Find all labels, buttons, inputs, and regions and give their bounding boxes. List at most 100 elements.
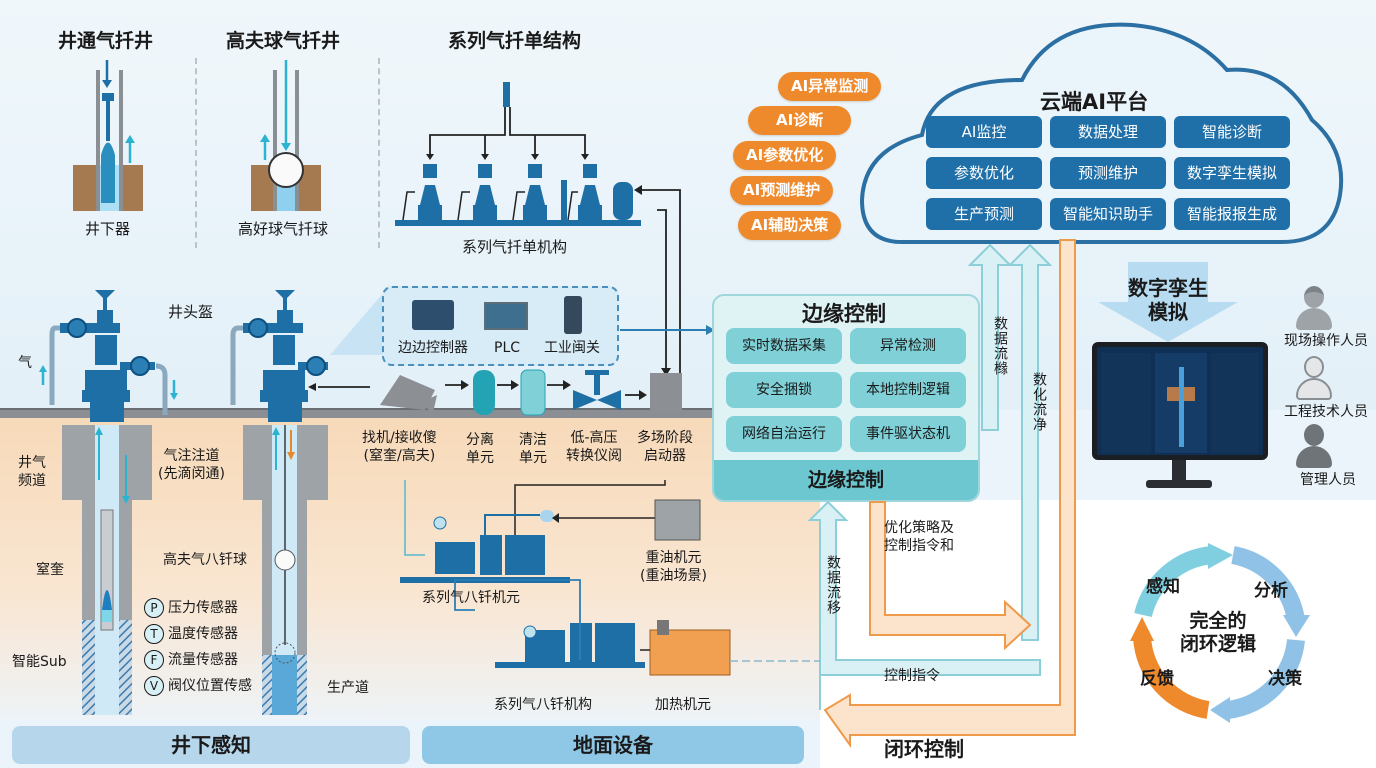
edge-title: 边缘控制 bbox=[802, 302, 886, 326]
downhole-tool-illustration bbox=[73, 60, 143, 211]
data-flow-label-2: 数化流净 bbox=[1031, 372, 1047, 432]
cloud-tile: 参数优化 bbox=[926, 157, 1042, 189]
pressure-valve-label: 低-高压 转换仪阅 bbox=[566, 430, 622, 464]
operator-label: 现场操作人员 bbox=[1284, 333, 1368, 349]
manager-icon bbox=[1294, 424, 1334, 470]
wellhead-label: 井头盔 bbox=[168, 303, 214, 321]
data-flow-label-1: 数据流橼 bbox=[992, 316, 1008, 376]
panel2-caption: 高好球气扦球 bbox=[238, 220, 329, 238]
gas-label: 气 bbox=[18, 355, 32, 371]
edge-control-panel: 边缘控制 实时数据采集 异常检测 安全捆锁 本地控制逻辑 网络自治运行 事件驱状… bbox=[712, 294, 980, 502]
controllers-box: 边边控制器 PLC 工业闽关 bbox=[382, 286, 619, 366]
twin-title: 数字孪生 模拟 bbox=[1128, 276, 1208, 324]
monitor-screen-dashboard bbox=[1097, 347, 1263, 455]
cloud-tile: 生产预测 bbox=[926, 198, 1042, 230]
injection-label: 气注注道 (先滴闵通) bbox=[158, 448, 225, 482]
callout-beam bbox=[330, 285, 390, 355]
edge-tile: 异常检测 bbox=[850, 328, 966, 364]
gateway-label: 工业闽关 bbox=[544, 340, 600, 356]
cloud-tile: 智能报报生成 bbox=[1174, 198, 1290, 230]
cloud-tile: 预测维护 bbox=[1050, 157, 1166, 189]
heater-link-dashed bbox=[730, 660, 820, 662]
footer-surface: 地面设备 bbox=[422, 726, 804, 764]
plunger-label: 窒奎 bbox=[36, 562, 64, 578]
cloud-tile: 智能诊断 bbox=[1174, 116, 1290, 148]
engineer-icon bbox=[1294, 356, 1334, 402]
loop-step-decide: 决策 bbox=[1268, 669, 1302, 689]
plc-label: PLC bbox=[494, 340, 521, 356]
ai-pill-anomaly: AI异常监测 bbox=[778, 72, 882, 101]
unit-bottom-label: 系列气八钎机构 bbox=[494, 697, 592, 713]
cloud-tile: AI监控 bbox=[926, 116, 1042, 148]
catcher-label: 找机/接收傻 (窒奎/高夫) bbox=[362, 430, 437, 464]
edge-controller-icon bbox=[412, 300, 454, 330]
loop-step-analyze: 分析 bbox=[1254, 581, 1288, 601]
monitor-neck bbox=[1172, 460, 1186, 482]
panel1-caption: 井下器 bbox=[85, 220, 131, 238]
plc-icon bbox=[484, 302, 528, 330]
monitor-stand bbox=[1146, 480, 1212, 488]
separator-label: 分离 单元 bbox=[466, 432, 494, 466]
operator-icon bbox=[1294, 286, 1334, 332]
loop-step-sense: 感知 bbox=[1146, 577, 1180, 597]
feedback-arrow bbox=[634, 185, 681, 405]
cloud-tile: 智能知识助手 bbox=[1050, 198, 1166, 230]
panel3-title: 系列气扦单结构 bbox=[448, 30, 582, 52]
loop-step-feedback: 反馈 bbox=[1140, 669, 1174, 689]
edge-tile: 实时数据采集 bbox=[726, 328, 842, 364]
closed-loop-cycle bbox=[1130, 543, 1310, 723]
gateway-icon bbox=[564, 296, 582, 334]
unit-top-label: 系列气八钎机元 bbox=[422, 590, 520, 606]
ai-pill-param-opt: AI参数优化 bbox=[733, 141, 837, 170]
divider bbox=[195, 58, 197, 248]
golf-ball-label: 高夫气八钎球 bbox=[163, 552, 247, 568]
cloud-tile: 数字孪生模拟 bbox=[1174, 157, 1290, 189]
flow-arrows bbox=[807, 239, 1076, 749]
twin-down-arrow bbox=[1098, 262, 1238, 342]
edge-footer: 边缘控制 bbox=[714, 460, 978, 500]
launcher-label: 多场阶段 启动器 bbox=[637, 430, 693, 464]
ai-pill-decision: AI辅助决策 bbox=[738, 211, 842, 240]
panel1-title: 井通气扦井 bbox=[58, 30, 154, 52]
strategy-label: 优化策略及 控制指令和 bbox=[884, 520, 954, 554]
panel3-caption: 系列气扦单机构 bbox=[462, 238, 568, 256]
controller-label: 边边控制器 bbox=[398, 340, 468, 356]
wells-illustration bbox=[39, 290, 370, 715]
channel-label: 井气 频道 bbox=[18, 455, 46, 489]
edge-tile: 安全捆锁 bbox=[726, 372, 842, 408]
panel2-title: 高夫球气扦井 bbox=[226, 30, 341, 52]
production-label: 生产道 bbox=[327, 680, 369, 696]
heavy-oil-label: 重油机元 (重油场景) bbox=[640, 550, 707, 584]
loop-center-text: 完全的 闭环逻辑 bbox=[1180, 610, 1257, 655]
control-cmd-label: 控制指令 bbox=[884, 668, 940, 684]
manager-label: 管理人员 bbox=[1300, 472, 1356, 488]
ai-pill-diagnosis: AI诊断 bbox=[748, 106, 852, 135]
series-plunger-illustration bbox=[395, 82, 641, 226]
surface-chain-illustration bbox=[380, 369, 682, 416]
closed-loop-title: 闭环控制 bbox=[884, 737, 964, 761]
ai-pill-predictive: AI预测维护 bbox=[730, 176, 834, 205]
cloud-title: 云端AI平台 bbox=[1040, 90, 1149, 114]
cloud-tile: 数据处理 bbox=[1050, 116, 1166, 148]
heater-label: 加热机元 bbox=[655, 697, 711, 713]
golf-ball-well-illustration bbox=[251, 60, 321, 211]
cloud-tile-grid: AI监控 数据处理 智能诊断 参数优化 预测维护 数字孪生模拟 生产预测 智能知… bbox=[926, 116, 1306, 236]
edge-tile: 本地控制逻辑 bbox=[850, 372, 966, 408]
monitor bbox=[1092, 342, 1268, 460]
data-flow-label-3: 数据流移 bbox=[825, 555, 841, 615]
controllers-to-edge-arrow bbox=[620, 325, 715, 335]
edge-tile: 事件驱状态机 bbox=[850, 416, 966, 452]
footer-downhole: 井下感知 bbox=[12, 726, 410, 764]
machines-illustration bbox=[400, 480, 731, 676]
cleaner-label: 清洁 单元 bbox=[519, 432, 547, 466]
engineer-label: 工程技术人员 bbox=[1284, 404, 1368, 420]
edge-tile: 网络自治运行 bbox=[726, 416, 842, 452]
smart-sub-label: 智能Sub bbox=[12, 654, 67, 670]
divider bbox=[378, 58, 380, 248]
ground-surface-line bbox=[0, 408, 712, 418]
